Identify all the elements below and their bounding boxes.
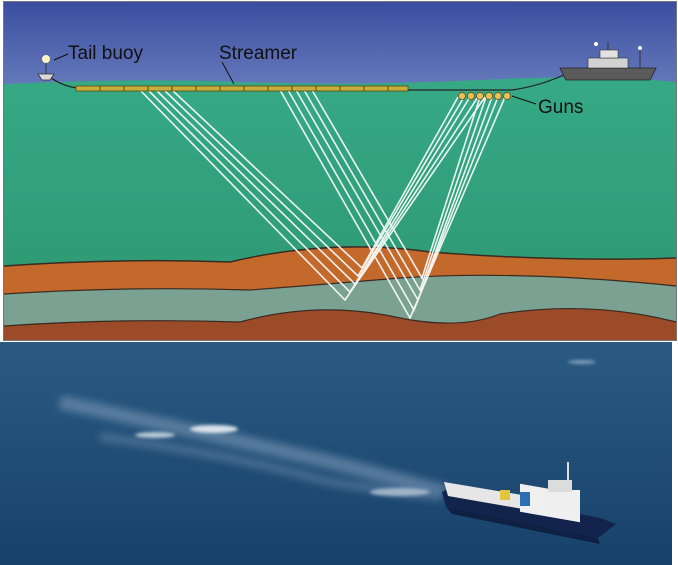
- streamer-float-2: [135, 432, 175, 438]
- vessel-icon: [442, 462, 616, 544]
- guns-label: Guns: [538, 97, 583, 118]
- sediment-layer-brown: [4, 308, 676, 340]
- streamer-label: Streamer: [219, 43, 298, 64]
- gun-cable: [408, 73, 567, 91]
- air-guns: [458, 92, 511, 100]
- survey-ship-icon: [559, 42, 657, 81]
- seismic-survey-diagram: Tail buoy Streamer Guns: [3, 1, 677, 341]
- seismic-vessel-photo: [0, 342, 672, 565]
- tail-buoy-icon: [37, 55, 55, 81]
- streamer-cable: [75, 85, 409, 92]
- streamer-float-1: [190, 425, 238, 433]
- tail-buoy-label: Tail buoy: [68, 43, 143, 64]
- seismic-rays: [139, 89, 506, 320]
